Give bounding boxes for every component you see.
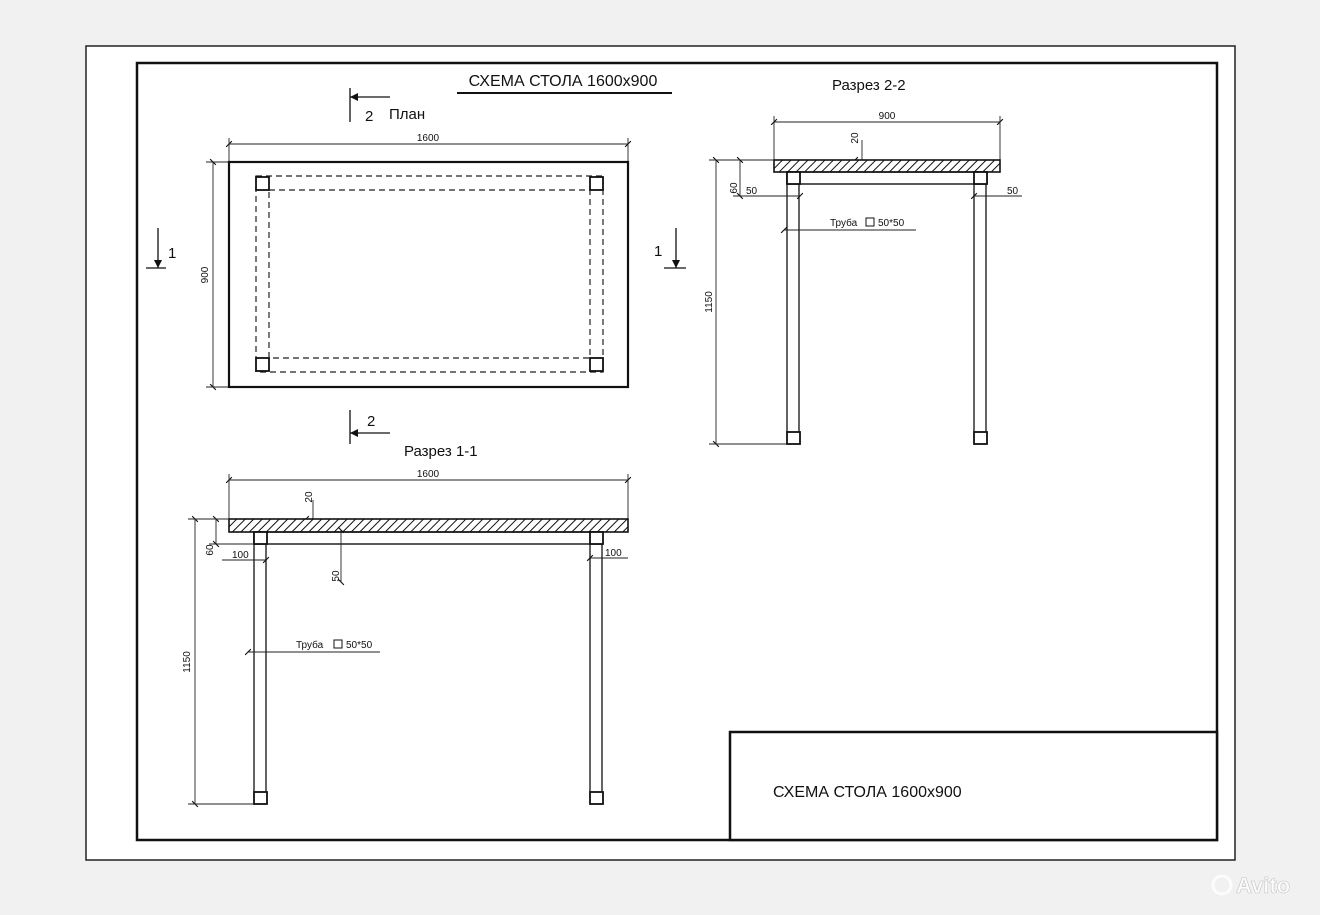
- section-2-2-width-dim: 900: [879, 111, 896, 122]
- plan-section-mark-left: 1: [168, 245, 176, 262]
- section-1-1-tube-dim: 50: [331, 570, 342, 582]
- section-2-2-tube-label: Труба: [830, 217, 858, 229]
- section-1-1-leg-top: [253, 531, 268, 545]
- watermark-text: Avito: [1236, 873, 1290, 898]
- plan-section-mark-right: 1: [654, 243, 662, 260]
- drawing-title: СХЕМА СТОЛА 1600х900: [469, 73, 658, 90]
- section-2-2-top-thickness: 20: [850, 132, 861, 144]
- section-1-1-height-dim: 1150: [182, 651, 193, 673]
- plan-marker-2-label: 2: [365, 108, 373, 125]
- section-1-1-tube-size: 50*50: [346, 640, 373, 651]
- stamp-title: СХЕМА СТОЛА 1600х900: [773, 784, 962, 801]
- plan-leg: [255, 357, 270, 372]
- plan-label: План: [389, 106, 425, 123]
- section-1-1-offset-right: 100: [605, 548, 622, 559]
- plan-width-dimension: 1600: [225, 133, 632, 162]
- avito-watermark: Avito: [1211, 873, 1290, 898]
- plan-leg: [589, 176, 604, 191]
- plan-depth-dim: 900: [200, 266, 211, 283]
- section-1-1-frame-height: 60: [205, 544, 216, 556]
- avito-logo-icon: [1211, 874, 1233, 896]
- tube-profile-icon: [333, 639, 343, 649]
- plan-depth-dimension: 900: [200, 158, 229, 391]
- plan-table-top: [227, 160, 630, 389]
- section-2-2-label: Разрез 2-2: [832, 77, 906, 94]
- section-2-2-frame-height: 60: [729, 182, 740, 194]
- plan-width-dim: 1600: [417, 133, 440, 144]
- section-1-1-table-top: [228, 518, 629, 533]
- plan-view: 2 План 1600 900: [146, 88, 686, 444]
- section-marker-2-bottom: 2: [349, 410, 390, 444]
- section-2-2-tube-size: 50*50: [878, 218, 905, 229]
- section-1-1-width-dim: 1600: [417, 469, 440, 480]
- drawing-title-group: СХЕМА СТОЛА 1600х900: [457, 73, 672, 94]
- section-2-2-leg-foot: [786, 431, 801, 445]
- section-marker-2-top: 2: [349, 88, 390, 125]
- section-2-2-table-top: [773, 159, 1001, 173]
- section-1-1-top-thickness: 20: [304, 491, 315, 503]
- section-2-2-leg-top: [973, 171, 988, 185]
- section-1-1-label: Разрез 1-1: [404, 443, 478, 460]
- plan-section-mark-bottom: 2: [367, 413, 375, 430]
- section-1-1-offset-left: 100: [232, 550, 249, 561]
- section-1-1-tube-label: Труба: [296, 639, 324, 651]
- section-marker-1-left: 1: [146, 228, 176, 269]
- section-2-2-offset-right: 50: [1007, 186, 1019, 197]
- title-block: СХЕМА СТОЛА 1600х900: [728, 730, 1219, 842]
- plan-leg: [255, 176, 270, 191]
- plan-leg: [589, 357, 604, 372]
- section-2-2-leg-top: [786, 171, 801, 185]
- section-2-2-leg-foot: [973, 431, 988, 445]
- tube-profile-icon: [865, 217, 875, 227]
- section-marker-1-right: 1: [654, 228, 686, 269]
- section-1-1-leg-foot: [253, 791, 268, 805]
- section-2-2-height-dim: 1150: [704, 291, 715, 313]
- section-2-2-view: Разрез 2-2 900 20 60 50 50: [704, 77, 1022, 448]
- section-1-1-leg-foot: [589, 791, 604, 805]
- section-2-2-offset-left: 50: [746, 186, 758, 197]
- section-1-1-leg-top: [589, 531, 604, 545]
- section-1-1-view: Разрез 1-1 1600 20 60 100 100: [182, 443, 632, 808]
